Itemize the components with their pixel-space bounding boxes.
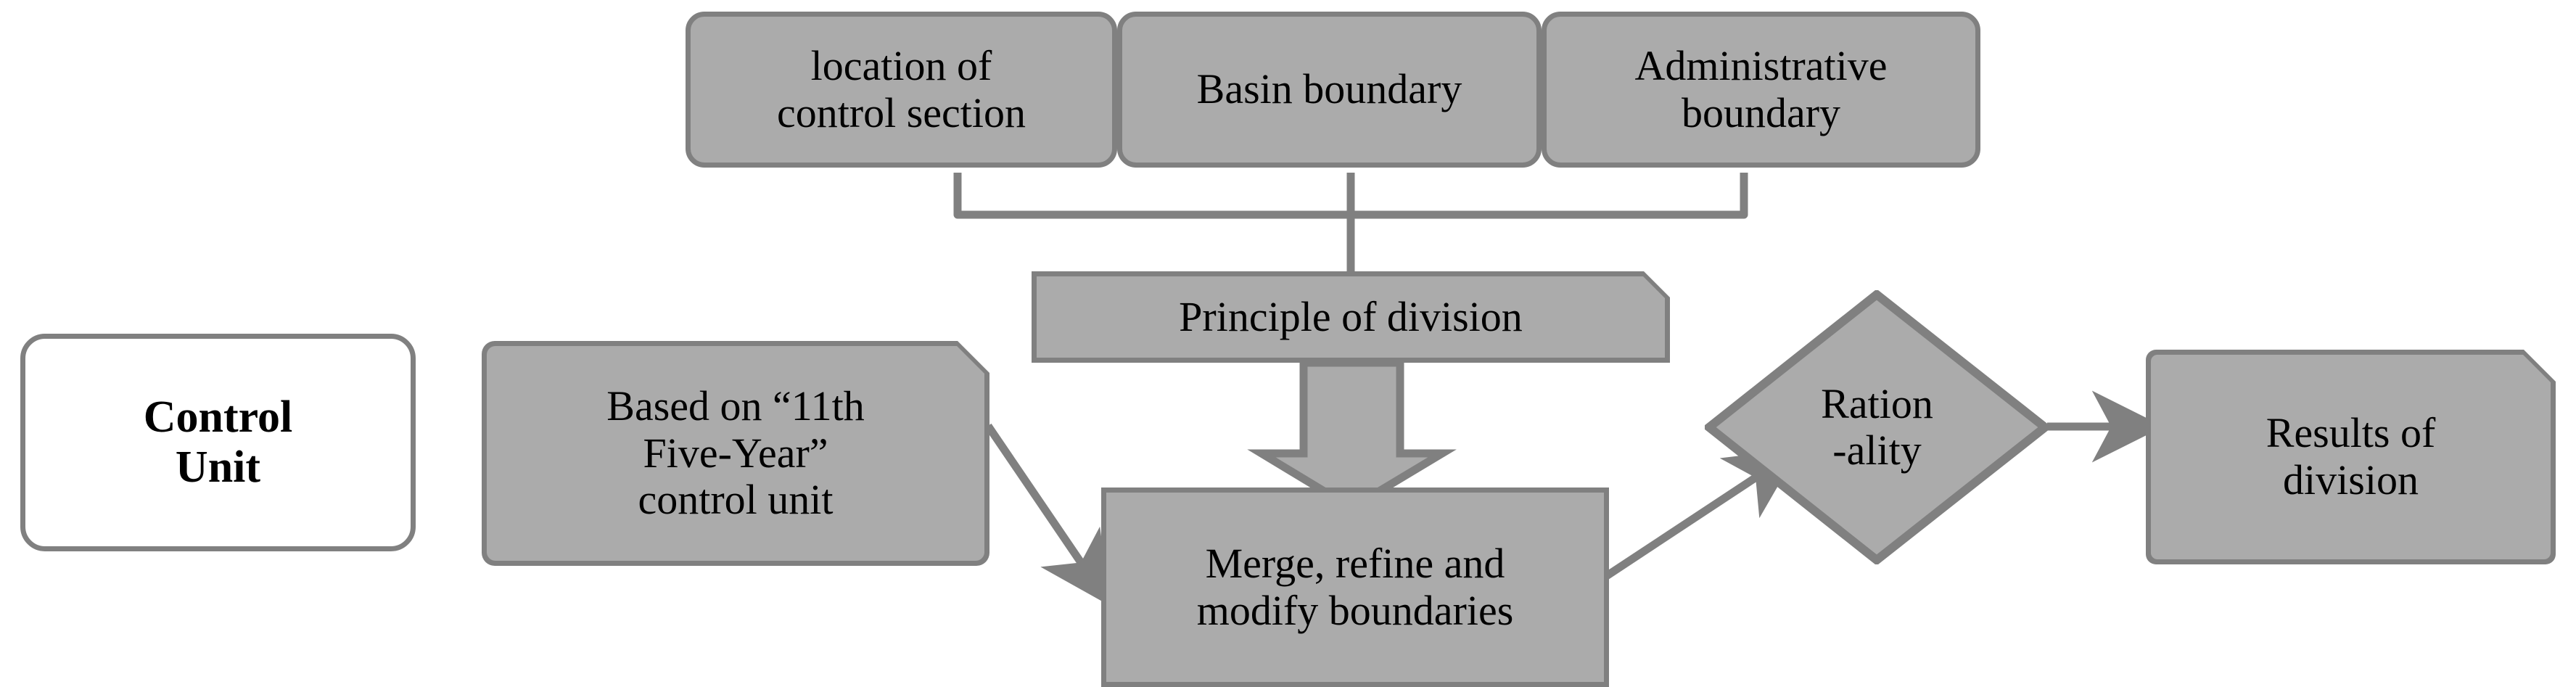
based-on-to-merge-arrow [984,423,1111,606]
node-label-group: Ration -ality [1705,290,2049,564]
node-label: Principle of division [1179,292,1523,340]
node-merge-refine-modify[interactable]: Merge, refine and modify boundaries [1101,488,1609,687]
node-label: location of control section [776,41,1026,136]
node-label: Administrative boundary [1634,41,1888,136]
node-label-line2: -ality [1832,427,1922,474]
node-location-of-control-section[interactable]: location of control section [686,12,1117,168]
bracket-inputs-to-principle [953,173,1748,279]
node-fill [1037,276,1665,358]
node-based-on-control-unit[interactable]: Based on “11th Five-Year” control unit [482,341,989,566]
node-results-of-division[interactable]: Results of division [2146,350,2556,564]
node-principle-of-division[interactable]: Principle of division [1032,271,1670,363]
node-label: Based on “11th Five-Year” control unit [606,382,865,524]
node-fill [2151,355,2551,559]
node-basin-boundary[interactable]: Basin boundary [1117,12,1542,168]
node-control-unit[interactable]: Control Unit [20,334,416,551]
principle-to-merge-block-arrow [1247,358,1457,513]
node-fill [487,346,984,561]
node-rationality[interactable]: Ration -ality [1705,290,2049,564]
node-administrative-boundary[interactable]: Administrative boundary [1542,12,1980,168]
node-label-line1: Ration [1821,380,1933,428]
node-label: Basin boundary [1196,65,1462,113]
node-label: Merge, refine and modify boundaries [1196,539,1514,634]
node-label: Control Unit [143,392,293,492]
node-label: Results of division [2266,409,2436,503]
